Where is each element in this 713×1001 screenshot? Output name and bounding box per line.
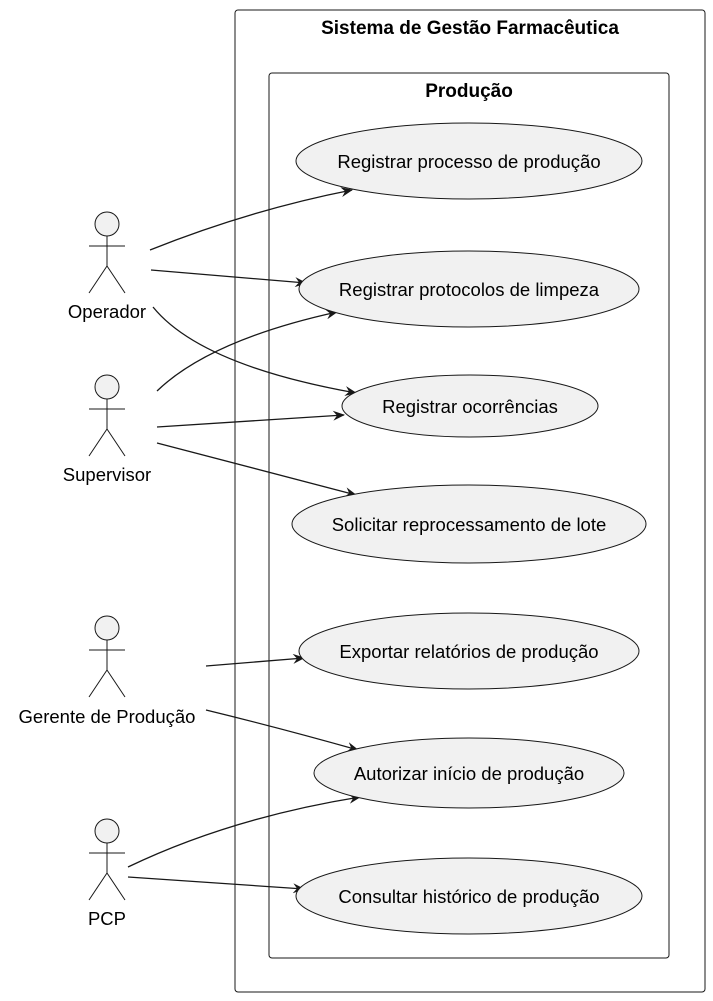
association-operador-registrar-protocolos (150, 269, 307, 288)
actor-supervisor: Supervisor (63, 374, 151, 485)
actor-pcp: PCP (88, 818, 126, 929)
use-case-label: Exportar relatórios de produção (339, 641, 598, 662)
association-supervisor-registrar-ocorrencias (156, 410, 345, 428)
actors: Operador Supervisor Gerente de Produção (19, 211, 196, 929)
stick-figure-icon (88, 374, 126, 457)
package-title: Produção (425, 81, 513, 102)
actor-label: Supervisor (63, 464, 151, 485)
use-case-label: Autorizar início de produção (354, 763, 584, 784)
use-case-exportar-relatorios: Exportar relatórios de produção (298, 612, 640, 690)
association-operador-registrar-processo (149, 187, 353, 251)
association-supervisor-registrar-protocolos (156, 309, 338, 392)
association-operador-registrar-ocorrencias (152, 306, 357, 396)
association-pcp-consultar-historico (127, 876, 305, 894)
actor-label: Gerente de Produção (19, 706, 196, 727)
use-case-registrar-protocolos: Registrar protocolos de limpeza (298, 250, 640, 328)
association-pcp-autorizar-inicio (127, 793, 361, 868)
package-frame (268, 72, 670, 959)
system-title: Sistema de Gestão Farmacêutica (321, 18, 619, 39)
use-case-label: Solicitar reprocessamento de lote (332, 514, 607, 535)
use-case-label: Registrar processo de produção (337, 151, 600, 172)
use-case-label: Registrar protocolos de limpeza (339, 279, 600, 300)
use-cases: Registrar processo de produção Registrar… (291, 122, 647, 935)
use-case-registrar-processo: Registrar processo de produção (295, 122, 643, 200)
use-case-autorizar-inicio: Autorizar início de produção (313, 737, 625, 809)
use-case-registrar-ocorrencias: Registrar ocorrências (341, 374, 599, 438)
association-gerente-autorizar-inicio (205, 709, 359, 752)
actor-gerente-de-producao: Gerente de Produção (19, 615, 196, 727)
associations (127, 187, 361, 894)
package-boundary: Produção (268, 72, 670, 959)
use-case-consultar-historico: Consultar histórico de produção (295, 857, 643, 935)
stick-figure-icon (88, 818, 126, 901)
association-gerente-exportar-relatorios (205, 653, 305, 667)
actor-label: Operador (68, 301, 146, 322)
actor-label: PCP (88, 908, 126, 929)
actor-operador: Operador (68, 211, 146, 322)
system-boundary: Sistema de Gestão Farmacêutica (234, 9, 706, 993)
association-supervisor-solicitar-reprocessamento (156, 442, 357, 498)
use-case-label: Registrar ocorrências (382, 396, 558, 417)
use-case-solicitar-reprocessamento: Solicitar reprocessamento de lote (291, 484, 647, 564)
use-case-label: Consultar histórico de produção (338, 886, 599, 907)
stick-figure-icon (88, 211, 126, 294)
system-frame (234, 9, 706, 993)
stick-figure-icon (88, 615, 126, 698)
